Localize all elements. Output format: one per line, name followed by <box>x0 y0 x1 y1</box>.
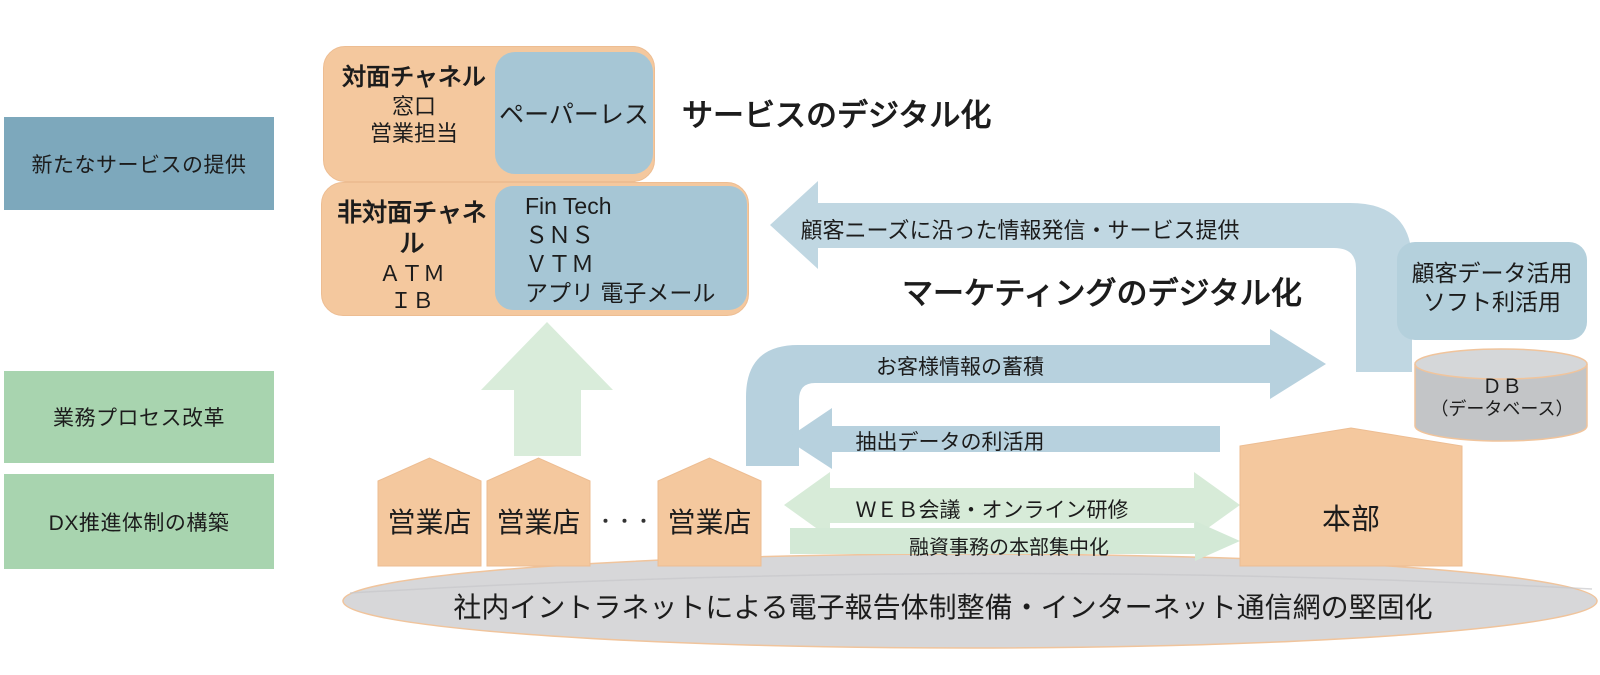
db-line-2: （データベース） <box>1430 399 1574 419</box>
pillar-process-reform: 業務プロセス改革 <box>4 371 274 463</box>
loan-centralization-arrow-label: 融資事務の本部集中化 <box>909 537 1109 559</box>
digital-tool-fintech: Fin Tech <box>525 193 612 219</box>
db-text: ＤＢ （データベース） <box>1417 376 1587 420</box>
face-channel-text: 対面チャネル 窓口 営業担当 <box>328 62 500 147</box>
headquarters-label: 本部 <box>1321 504 1380 536</box>
nonface-channel-item-2: ＩＢ <box>389 288 434 313</box>
extracted-data-arrow <box>786 408 1220 469</box>
customer-needs-arrow <box>770 181 1412 372</box>
pillar-new-services-label: 新たなサービスの提供 <box>31 153 247 177</box>
intranet-base-band-label: 社内イントラネットによる電子報告体制整備・インターネット通信網の堅固化 <box>453 592 1433 623</box>
paperless-tag: ペーパーレス <box>495 52 653 174</box>
pillar-dx-structure: DX推進体制の構築 <box>4 474 274 569</box>
branch-label-2: 営業店 <box>496 507 581 538</box>
branch-ellipsis-dots: ・・・ <box>597 514 655 531</box>
customer-data-box: 顧客データ活用 ソフト利活用 <box>1397 242 1587 340</box>
db-line-1: ＤＢ <box>1482 376 1522 398</box>
db-cylinder-body <box>1414 364 1588 442</box>
face-channel-item-2: 営業担当 <box>369 121 458 146</box>
nonface-channel-text: 非対面チャネル ＡＴＭ ＩＢ <box>326 198 498 314</box>
customer-data-line-2: ソフト利活用 <box>1423 289 1561 315</box>
pillar-process-reform-label: 業務プロセス改革 <box>53 407 225 430</box>
nonface-channel-item-1: ＡＴＭ <box>378 261 445 286</box>
loan-centralization-arrow <box>790 521 1240 561</box>
branch-label-3: 営業店 <box>667 507 752 538</box>
db-cylinder-top <box>1414 348 1588 380</box>
up-arrow <box>481 322 613 456</box>
digital-tools-lines: Fin Tech ＳＮＳ ＶＴＭ アプリ 電子メール <box>495 186 747 308</box>
web-meeting-arrow-label: ＷＥＢ会議・オンライン研修 <box>855 499 1129 522</box>
nonface-channel-title: 非対面チャネル <box>337 199 487 258</box>
marketing-digitalization-heading: マーケティングのデジタル化 <box>902 276 1302 311</box>
headquarters-house <box>1239 427 1463 567</box>
web-meeting-arrow <box>784 472 1240 538</box>
face-channel-title: 対面チャネル <box>342 64 486 91</box>
info-accumulation-arrow-label: お客様情報の蓄積 <box>876 356 1044 379</box>
paperless-label: ペーパーレス <box>499 101 649 129</box>
branch-label-1: 営業店 <box>387 507 472 538</box>
info-accumulation-arrow <box>746 329 1326 466</box>
branch-house-2 <box>486 457 591 567</box>
branch-house-1 <box>377 457 482 567</box>
digital-tool-vtm: ＶＴＭ <box>525 251 594 277</box>
pillar-new-services: 新たなサービスの提供 <box>4 117 274 210</box>
pillar-dx-structure-label: DX推進体制の構築 <box>48 511 230 535</box>
face-channel-item-1: 窓口 <box>391 94 436 119</box>
customer-needs-arrow-label: 顧客ニーズに沿った情報発信・サービス提供 <box>800 218 1240 243</box>
digital-tools-tag: Fin Tech ＳＮＳ ＶＴＭ アプリ 電子メール <box>495 186 747 310</box>
intranet-band-top-arc <box>349 572 1593 594</box>
customer-data-line-1: 顧客データ活用 <box>1411 260 1573 286</box>
branch-house-3 <box>657 457 762 567</box>
digital-tool-app-mail: アプリ 電子メール <box>525 280 716 306</box>
extracted-data-arrow-label: 抽出データの利活用 <box>855 431 1045 454</box>
digital-tool-sns: ＳＮＳ <box>525 222 594 248</box>
service-digitalization-heading: サービスのデジタル化 <box>682 98 992 133</box>
